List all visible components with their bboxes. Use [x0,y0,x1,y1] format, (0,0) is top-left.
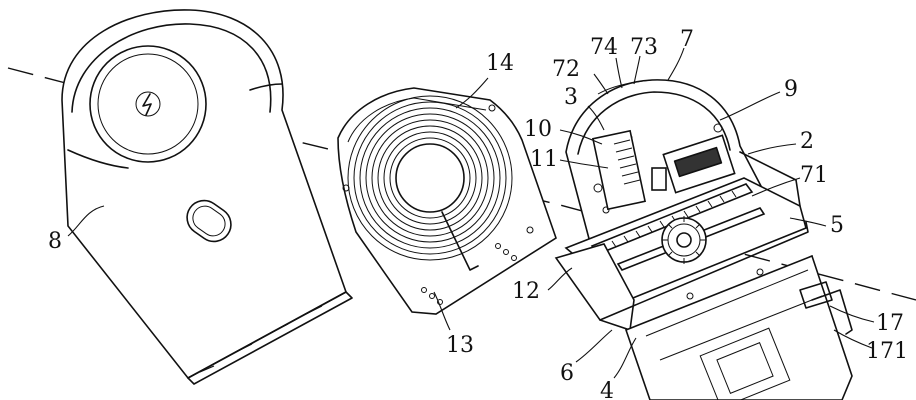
label-6: 6 [560,361,574,386]
label-3: 3 [564,85,578,110]
label-17: 17 [876,311,904,336]
label-11: 11 [530,147,558,172]
label-9: 9 [784,77,798,102]
leader-lines [67,47,875,379]
label-74: 74 [590,35,618,60]
back-cover-part-8 [61,9,353,385]
lightning-bolt-icon [135,91,161,117]
coil-part-14 [347,95,513,271]
label-2: 2 [800,129,814,154]
label-8: 8 [48,229,62,254]
reference-numerals: 8 14 13 12 6 4 10 11 3 72 74 73 7 9 2 71… [48,27,908,400]
label-71: 71 [800,163,828,188]
label-7: 7 [680,27,694,52]
label-10: 10 [524,117,552,142]
label-73: 73 [630,35,658,60]
gear-part-4 [661,216,707,264]
label-13: 13 [446,333,474,358]
label-171: 171 [866,339,908,364]
connector-part-2 [651,134,736,194]
gear-rack-part-11 [591,129,647,211]
label-72: 72 [552,57,580,82]
label-4: 4 [600,379,614,400]
label-5: 5 [830,213,844,238]
label-12: 12 [512,279,540,304]
label-14: 14 [486,51,514,76]
base-part-17 [624,254,853,400]
